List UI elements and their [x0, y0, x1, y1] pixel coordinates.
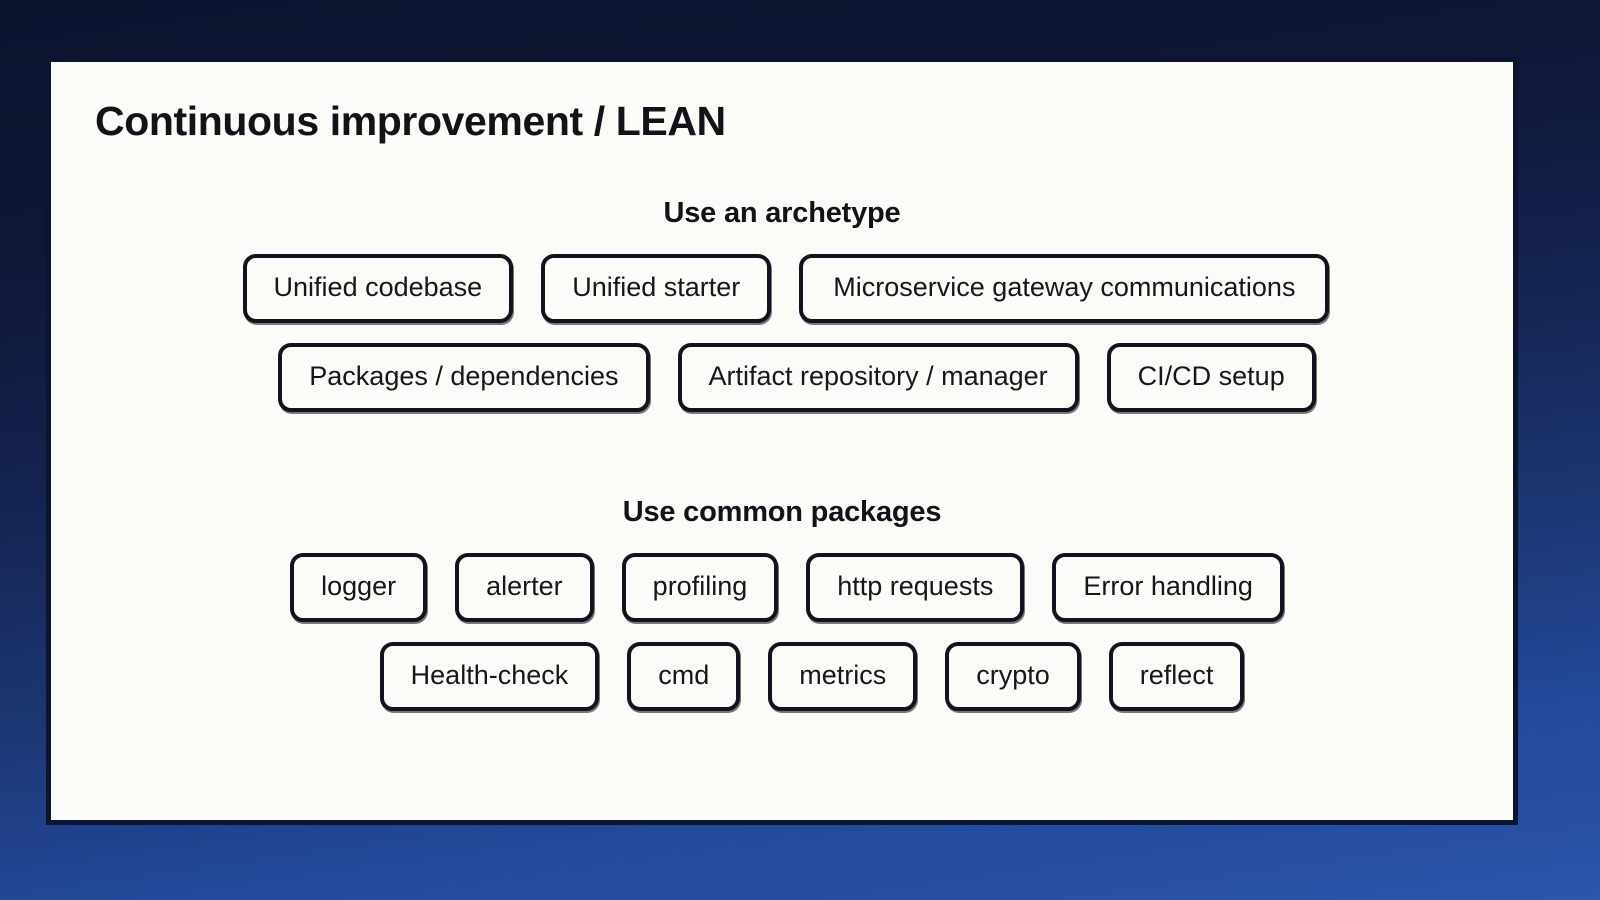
- chip-metrics[interactable]: metrics: [768, 642, 918, 711]
- chip-unified-codebase[interactable]: Unified codebase: [242, 254, 514, 323]
- chip-reflect[interactable]: reflect: [1108, 642, 1245, 711]
- slide-card: Continuous improvement / LEAN Use an arc…: [46, 57, 1518, 825]
- packages-row-1: logger alerter profiling http requests E…: [51, 553, 1513, 622]
- chip-cicd-setup[interactable]: CI/CD setup: [1106, 343, 1316, 412]
- chip-profiling[interactable]: profiling: [621, 553, 779, 622]
- archetype-row-2: Packages / dependencies Artifact reposit…: [51, 343, 1513, 412]
- chip-packages-dependencies[interactable]: Packages / dependencies: [278, 343, 650, 412]
- chip-artifact-repository-manager[interactable]: Artifact repository / manager: [677, 343, 1079, 412]
- chip-crypto[interactable]: crypto: [945, 642, 1081, 711]
- chip-logger[interactable]: logger: [290, 553, 428, 622]
- archetype-row-1: Unified codebase Unified starter Microse…: [51, 254, 1513, 323]
- section-common-packages: Use common packages logger alerter profi…: [51, 496, 1513, 731]
- section-heading-common-packages: Use common packages: [622, 496, 942, 528]
- chip-unified-starter[interactable]: Unified starter: [541, 254, 772, 323]
- chip-alerter[interactable]: alerter: [455, 553, 594, 622]
- chip-http-requests[interactable]: http requests: [806, 553, 1025, 622]
- chip-cmd[interactable]: cmd: [627, 642, 741, 711]
- chip-health-check[interactable]: Health-check: [379, 642, 600, 711]
- section-heading-archetype: Use an archetype: [663, 197, 901, 229]
- chip-error-handling[interactable]: Error handling: [1052, 553, 1284, 622]
- page-title: Continuous improvement / LEAN: [95, 98, 726, 144]
- chip-microservice-gateway-communications[interactable]: Microservice gateway communications: [799, 254, 1330, 323]
- section-archetype: Use an archetype Unified codebase Unifie…: [51, 197, 1513, 432]
- packages-row-2: Health-check cmd metrics crypto reflect: [51, 642, 1513, 711]
